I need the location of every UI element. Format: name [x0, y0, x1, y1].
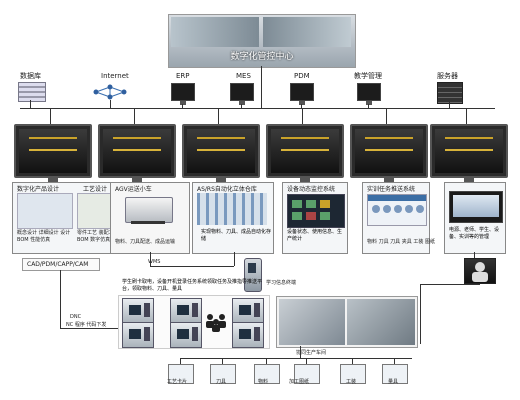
- top-node-server-label: 服务器: [437, 72, 458, 80]
- system-panel-monitoring: 设备动态监控系统 设备状态、使用信息、生产统计: [282, 182, 348, 254]
- panel-caption: 设备状态、使用信息、生产统计: [287, 229, 343, 242]
- panel-title: 设备动态监控系统: [287, 186, 336, 193]
- panel-caption-right: 零件工艺 装配工艺 工艺BOM 数字仿真: [77, 230, 131, 243]
- bottom-item-label: 工艺卡片: [167, 379, 188, 385]
- cad-screenshot: [17, 193, 73, 229]
- monitor-2: [98, 124, 176, 183]
- network-icon: [92, 84, 128, 100]
- panel-subtitle: 工艺设计: [83, 186, 108, 193]
- computer-icon: [290, 83, 314, 105]
- cnc-machine-icon: [170, 322, 202, 348]
- top-node-database-label: 数据库: [20, 72, 41, 80]
- wms-label: WMS: [148, 259, 161, 265]
- bottom-bus-line: [180, 358, 412, 359]
- top-bus-line: [20, 108, 495, 109]
- bottom-item-label: 物料: [258, 379, 269, 385]
- cad-pdm-capp-cam-label-box: CAD/PDM/CAPP/CAM: [22, 258, 100, 271]
- cnc-machine-icon: [122, 298, 154, 324]
- monitor-5: [350, 124, 428, 183]
- monitor-3: [182, 124, 260, 183]
- learning-terminal-icon: [244, 258, 262, 292]
- dnc-label: DNC: [70, 314, 82, 320]
- page-title: 数字化管控中心: [230, 52, 294, 62]
- manager-person-icon: [464, 258, 496, 284]
- agv-vehicle-icon: [125, 197, 173, 223]
- system-panel-management: 电源、老师、学生、设备、实训等的管理: [444, 182, 506, 254]
- computer-icon: [171, 83, 195, 105]
- cnc-machine-icon: [232, 298, 264, 324]
- process-card-icon: [168, 364, 194, 384]
- server-icon: [437, 82, 463, 104]
- computer-icon: [357, 83, 381, 105]
- database-icon: [18, 82, 46, 102]
- cad-pdm-capp-cam-label: CAD/PDM/CAPP/CAM: [27, 261, 89, 268]
- warehouse-racks-icon: [197, 193, 267, 225]
- monitoring-dashboard: [287, 194, 345, 228]
- control-room-photo-left: [171, 17, 259, 47]
- top-node-teaching-label: 教学管理: [354, 72, 382, 80]
- top-node-erp-label: ERP: [176, 72, 190, 80]
- panel-caption: 电源、老师、学生、设备、实训等的管理: [449, 227, 500, 240]
- panel-title: AGV运送小车: [115, 186, 152, 193]
- training-screen: [367, 194, 427, 226]
- panel-caption: 物料 刀具 刀具 夹具 工装 图纸: [367, 239, 435, 245]
- material-icon: [254, 364, 280, 384]
- bottom-item-label: 加工图纸: [289, 379, 310, 385]
- panel-caption: 物料、刀具配送、成品运输: [115, 239, 176, 245]
- management-screen: [449, 191, 503, 223]
- cnc-machine-icon: [122, 322, 154, 348]
- monitor-4: [266, 124, 344, 183]
- system-panel-training: 实训任务推送系统 物料 刀具 刀具 夹具 工装 图纸: [362, 182, 435, 254]
- students-group-icon: [204, 312, 228, 332]
- system-panel-agv: AGV运送小车 物料、刀具配送、成品运输: [110, 182, 190, 254]
- workshop-photo-area: [276, 296, 418, 348]
- panel-caption-left: 概念设计 详细设计 设计BOM 性能仿真: [17, 230, 71, 243]
- computer-icon: [230, 83, 254, 105]
- system-panel-asrs: AS/RS自动化立体仓库 实现物料、刀具、成品自动化存储: [192, 182, 274, 254]
- top-node-pdm-label: PDM: [294, 72, 310, 80]
- scanner-label: 学习信息终端: [266, 280, 297, 286]
- workshop-label: 协同生产车间: [296, 350, 327, 356]
- top-node-internet-label: Internet: [101, 72, 129, 80]
- panel-caption: 实现物料、刀具、成品自动化存储: [201, 229, 272, 242]
- control-room-photo-right: [263, 17, 351, 47]
- workshop-description: 学生刷卡取电，设备开机登录任务系统领取任务及推指导推送平台，领取物料、刀具、量具: [122, 279, 263, 292]
- bottom-item-label: 刀具: [216, 379, 227, 385]
- dnc-sub-label: NC 程序 代码下发: [66, 322, 107, 328]
- panel-title: 数字化产品设计: [17, 186, 60, 193]
- fixture-icon: [340, 364, 366, 384]
- bottom-item-label: 量具: [388, 379, 399, 385]
- gauge-icon: [382, 364, 408, 384]
- header-connector: [261, 66, 262, 108]
- monitor-1: [14, 124, 92, 183]
- panel-title: AS/RS自动化立体仓库: [197, 186, 257, 193]
- bottom-item-label: 工装: [346, 379, 357, 385]
- tool-icon: [210, 364, 236, 384]
- top-node-mes-label: MES: [236, 72, 251, 80]
- monitor-6: [430, 124, 508, 183]
- cnc-machine-icon: [232, 322, 264, 348]
- cnc-machine-icon: [170, 298, 202, 324]
- header-banner: 数字化管控中心: [168, 14, 356, 68]
- panel-title: 实训任务推送系统: [367, 186, 416, 193]
- drawing-icon: [294, 364, 320, 384]
